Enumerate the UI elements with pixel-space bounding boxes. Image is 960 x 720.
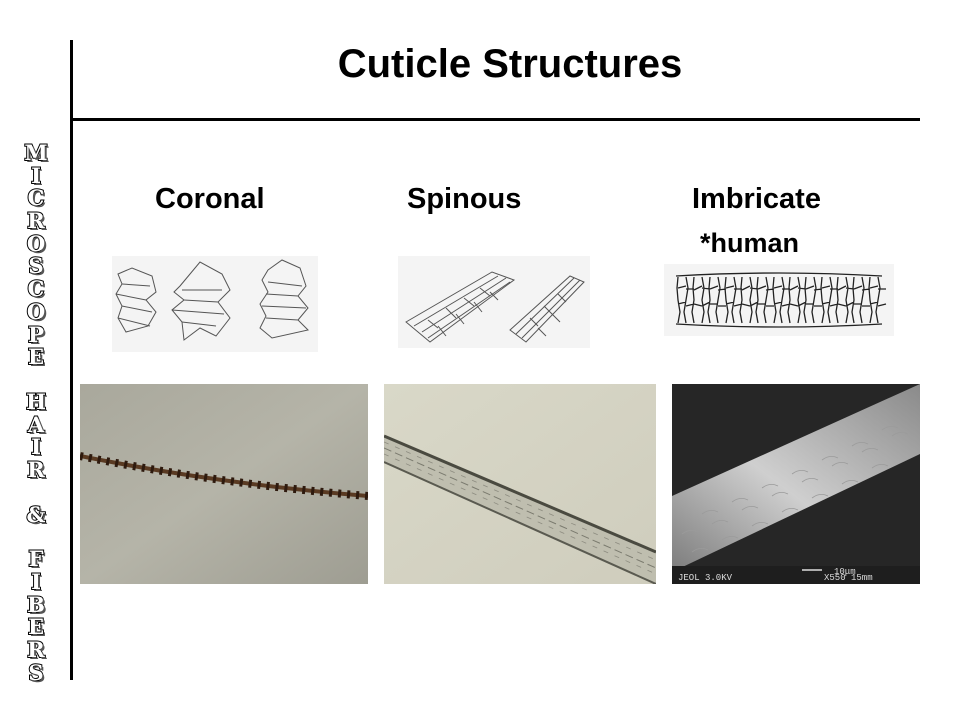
- banner-letter: R: [26, 208, 45, 234]
- horizontal-rule: [72, 118, 920, 121]
- banner-letter: [8, 482, 64, 504]
- label-imbricate: Imbricate: [692, 183, 821, 215]
- slide-title: Cuticle Structures: [337, 42, 683, 86]
- banner-letter: R: [26, 637, 45, 663]
- banner-letter: R: [26, 456, 45, 482]
- label-spinous: Spinous: [407, 183, 522, 215]
- banner-letter: I: [30, 434, 42, 460]
- imbricate-scale-drawing: [664, 264, 894, 336]
- imbricate-sem-micrograph: 10μm JEOL 3.0KV X550 15mm: [672, 384, 920, 584]
- banner-letter: E: [27, 344, 45, 370]
- banner-letter: F: [28, 546, 45, 572]
- banner-letter: I: [30, 162, 42, 188]
- spinous-hair-micrograph: [384, 384, 656, 584]
- sem-mag-text: X550 15mm: [824, 573, 873, 583]
- banner-letter: I: [30, 569, 42, 594]
- note-human: *human: [700, 228, 800, 258]
- banner-letter: E: [27, 614, 45, 640]
- banner-letter: C: [27, 185, 46, 211]
- coronal-scale-drawing: [112, 256, 318, 352]
- spinous-scale-drawing: [398, 256, 590, 348]
- banner-letter: &: [26, 501, 47, 527]
- sem-scale-text: 10μm: [834, 567, 856, 577]
- banner-letter: H: [25, 388, 47, 414]
- banner-letter: O: [26, 298, 46, 324]
- banner-letter: [8, 526, 64, 548]
- banner-letter: B: [26, 591, 46, 617]
- banner-letter: O: [26, 230, 46, 256]
- banner-letter: [8, 369, 64, 391]
- vertical-rule: [70, 40, 73, 680]
- banner-letter: A: [27, 411, 45, 437]
- banner-letter: C: [27, 276, 46, 302]
- label-coronal: Coronal: [155, 183, 265, 215]
- banner-letter: S: [27, 659, 44, 685]
- banner-letter: M: [23, 140, 48, 165]
- sem-caption-text: JEOL 3.0KV: [678, 573, 733, 583]
- coronal-hair-micrograph: [80, 384, 368, 584]
- banner-letter: S: [27, 253, 44, 279]
- banner-letter: P: [27, 321, 45, 347]
